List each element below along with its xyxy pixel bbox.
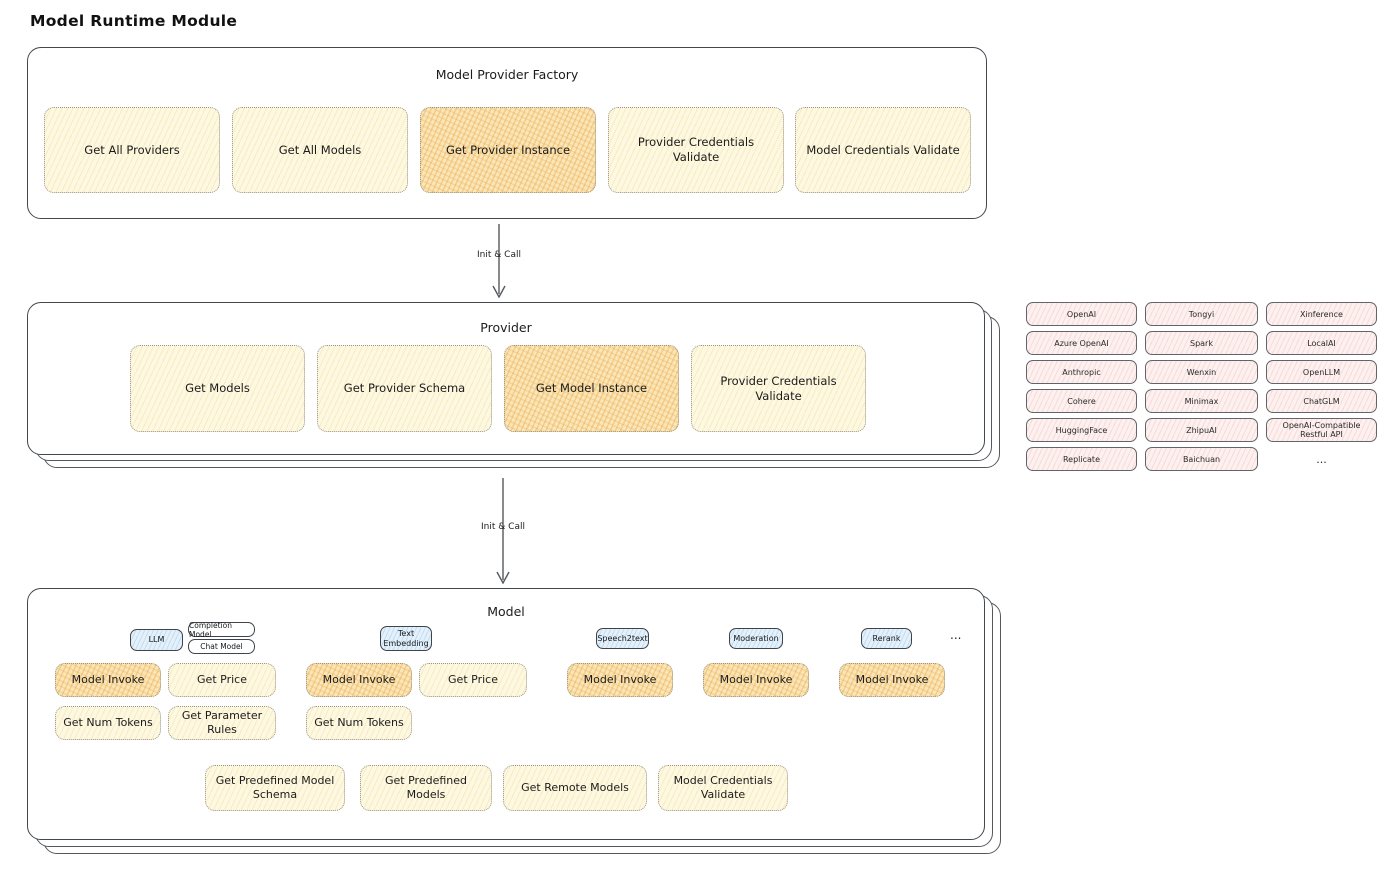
arrow-down-icon [496, 478, 510, 584]
model-op-embedding-get-price: Get Price [419, 663, 527, 697]
model-type-chip-chat-model: Chat Model [188, 639, 255, 654]
model-op-get-remote-models: Get Remote Models [503, 765, 647, 811]
model-op-rerank-model-invoke: Model Invoke [839, 663, 945, 697]
provider-panel-title: Provider [480, 320, 532, 335]
factory-panel-title: Model Provider Factory [435, 67, 579, 82]
model-op-moderation-model-invoke: Model Invoke [703, 663, 809, 697]
provider-cell-anthropic: Anthropic [1026, 360, 1137, 384]
provider-cell-openai: OpenAI [1026, 302, 1137, 326]
model-op-get-predefined-models: Get Predefined Models [360, 765, 492, 811]
factory-node-get-provider-instance: Get Provider Instance [420, 107, 596, 193]
arrow-down-icon [492, 224, 506, 298]
model-op-llm-get-parameter-rules: Get Parameter Rules [168, 706, 276, 740]
provider-cell-xinference: Xinference [1266, 302, 1377, 326]
provider-node-get-provider-schema: Get Provider Schema [317, 345, 492, 432]
factory-node-get-all-providers: Get All Providers [44, 107, 220, 193]
model-type-chip-moderation: Moderation [729, 628, 783, 649]
model-type-chip-text-embedding: Text Embedding [380, 626, 432, 651]
provider-cell-zhipuai: ZhipuAI [1145, 418, 1258, 442]
model-op-embedding-model-invoke: Model Invoke [306, 663, 412, 697]
provider-cell-wenxin: Wenxin [1145, 360, 1258, 384]
provider-cell-minimax: Minimax [1145, 389, 1258, 413]
model-op-embedding-get-num-tokens: Get Num Tokens [306, 706, 412, 740]
provider-cell-openai-compatible: OpenAI-Compatible Restful API [1266, 418, 1377, 442]
model-type-chip-speech2text: Speech2text [596, 628, 649, 649]
arrow1-label: Init & Call [477, 250, 521, 260]
factory-node-model-credentials-validate: Model Credentials Validate [795, 107, 971, 193]
provider-node-get-models: Get Models [130, 345, 305, 432]
factory-node-provider-credentials-validate: Provider Credentials Validate [608, 107, 784, 193]
provider-cell-openllm: OpenLLM [1266, 360, 1377, 384]
model-op-speech2text-model-invoke: Model Invoke [567, 663, 673, 697]
page-title: Model Runtime Module [30, 12, 238, 30]
model-op-get-predefined-model-schema: Get Predefined Model Schema [205, 765, 345, 811]
provider-cell-baichuan: Baichuan [1145, 447, 1258, 471]
provider-cell-replicate: Replicate [1026, 447, 1137, 471]
model-type-chip-completion-model: Completion Model [188, 621, 255, 639]
provider-cell-cohere: Cohere [1026, 389, 1137, 413]
provider-list-grid: OpenAI Tongyi Xinference Azure OpenAI Sp… [1026, 302, 1377, 471]
provider-cell-huggingface: HuggingFace [1026, 418, 1137, 442]
model-type-chip-llm: LLM [130, 629, 183, 651]
provider-cell-azure-openai: Azure OpenAI [1026, 331, 1137, 355]
model-op-llm-get-price: Get Price [168, 663, 276, 697]
model-op-llm-model-invoke: Model Invoke [55, 663, 161, 697]
model-type-chip-rerank: Rerank [861, 628, 912, 649]
arrow2-label: Init & Call [481, 522, 525, 532]
provider-node-get-model-instance: Get Model Instance [504, 345, 679, 432]
provider-cell-chatglm: ChatGLM [1266, 389, 1377, 413]
provider-node-provider-credentials-validate: Provider Credentials Validate [691, 345, 866, 432]
model-op-llm-get-num-tokens: Get Num Tokens [55, 706, 161, 740]
model-panel-title: Model [487, 604, 525, 619]
provider-cell-spark: Spark [1145, 331, 1258, 355]
model-op-model-credentials-validate: Model Credentials Validate [658, 765, 788, 811]
provider-cell-localai: LocalAI [1266, 331, 1377, 355]
model-types-ellipsis: ... [950, 628, 962, 642]
factory-node-get-all-models: Get All Models [232, 107, 408, 193]
provider-list-ellipsis: ... [1316, 452, 1327, 466]
provider-cell-tongyi: Tongyi [1145, 302, 1258, 326]
